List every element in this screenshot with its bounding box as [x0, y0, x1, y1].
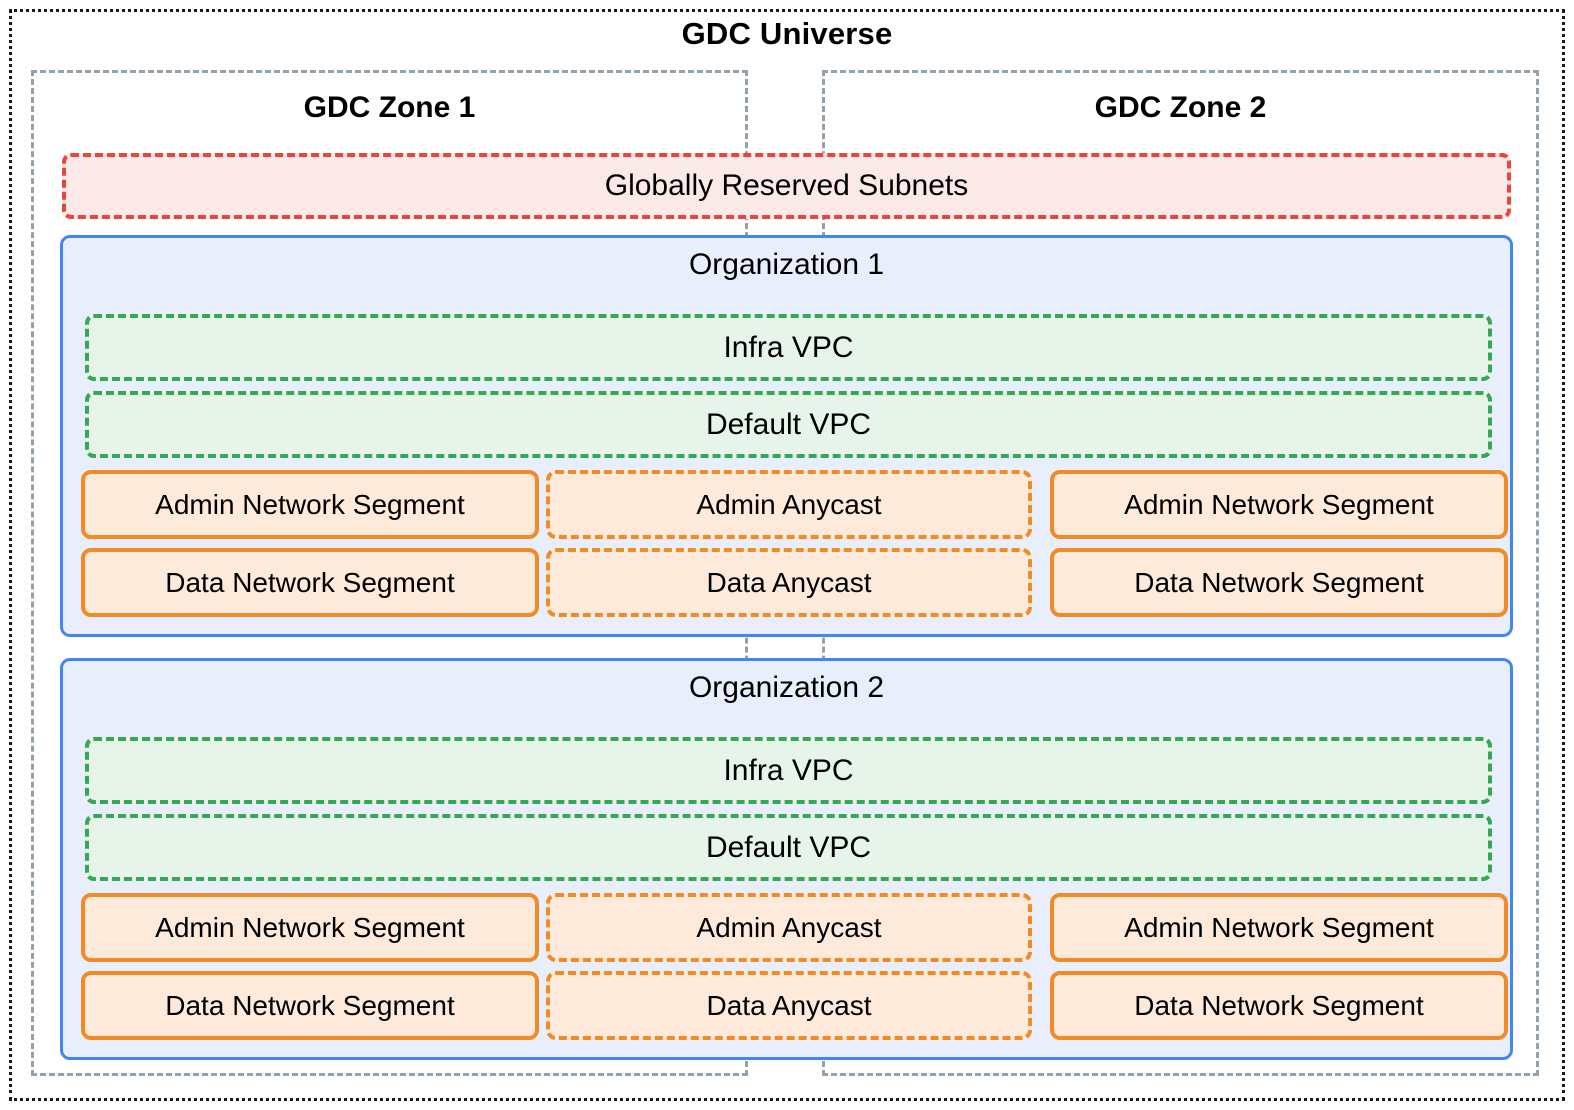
org-1-admin-anycast: Admin Anycast — [546, 470, 1032, 539]
organization-1-title: Organization 1 — [688, 248, 885, 281]
gdc-universe-title: GDC Universe — [681, 16, 893, 51]
org-1-data-anycast: Data Anycast — [546, 548, 1032, 617]
organization-1-box: Organization 1 Infra VPC Default VPC Adm… — [60, 235, 1513, 637]
org-1-zone-1-admin-network-segment: Admin Network Segment — [81, 470, 539, 539]
org-1-infra-vpc-box: Infra VPC — [85, 314, 1492, 381]
gdc-zone-2-title: GDC Zone 2 — [1094, 91, 1267, 124]
org-2-zone-1-admin-network-segment: Admin Network Segment — [81, 893, 539, 962]
org-1-zone-2-data-network-segment: Data Network Segment — [1050, 548, 1508, 617]
org-2-default-vpc-box: Default VPC — [85, 814, 1492, 881]
organization-2-box: Organization 2 Infra VPC Default VPC Adm… — [60, 658, 1513, 1060]
gdc-universe-frame — [9, 9, 1565, 1101]
org-2-zone-2-data-network-segment: Data Network Segment — [1050, 971, 1508, 1040]
org-2-infra-vpc-box: Infra VPC — [85, 737, 1492, 804]
org-2-zone-2-admin-network-segment: Admin Network Segment — [1050, 893, 1508, 962]
globally-reserved-subnets-box: Globally Reserved Subnets — [62, 153, 1511, 219]
org-1-zone-2-admin-network-segment: Admin Network Segment — [1050, 470, 1508, 539]
org-2-zone-1-data-network-segment: Data Network Segment — [81, 971, 539, 1040]
organization-2-title: Organization 2 — [688, 671, 885, 704]
org-1-zone-1-data-network-segment: Data Network Segment — [81, 548, 539, 617]
org-2-data-anycast: Data Anycast — [546, 971, 1032, 1040]
gdc-zone-1-title: GDC Zone 1 — [303, 91, 476, 124]
org-1-default-vpc-box: Default VPC — [85, 391, 1492, 458]
org-2-admin-anycast: Admin Anycast — [546, 893, 1032, 962]
